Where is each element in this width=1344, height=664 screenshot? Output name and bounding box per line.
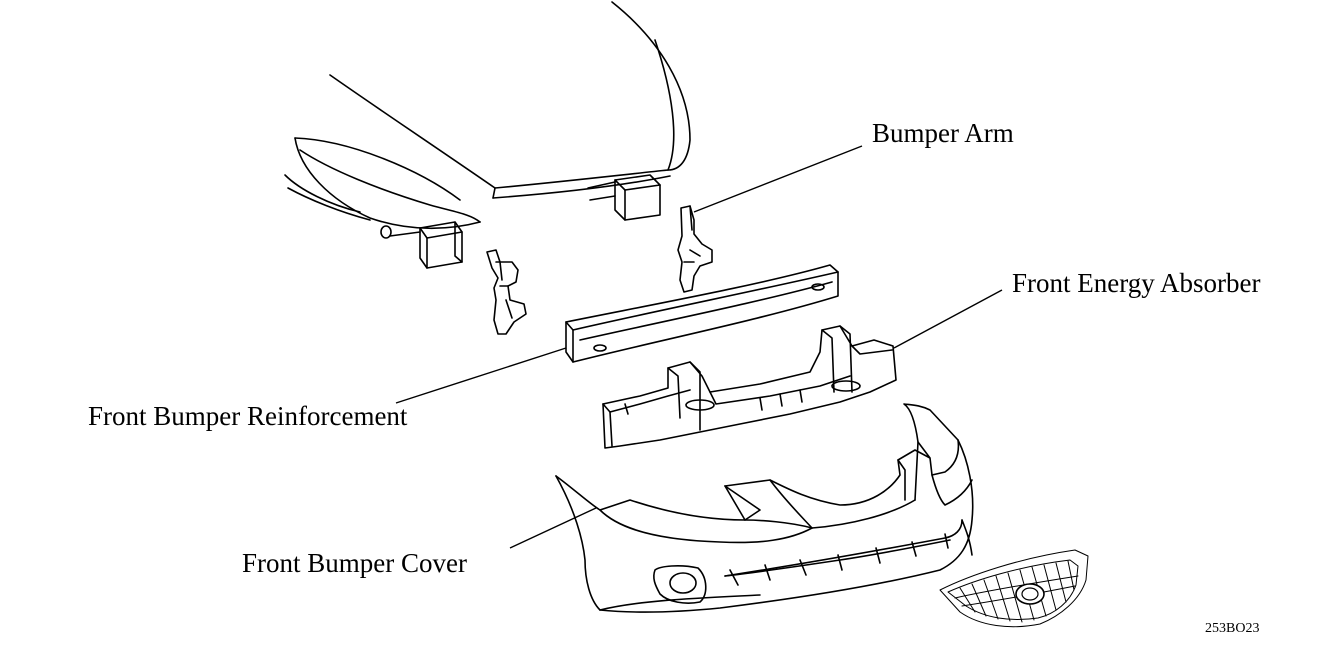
label-front-bumper-reinforcement: Front Bumper Reinforcement: [88, 401, 408, 431]
label-front-bumper-cover: Front Bumper Cover: [242, 548, 467, 578]
vehicle-front-body: [284, 1, 691, 269]
front-energy-absorber: [602, 325, 897, 449]
front-bumper-reinforcement: [565, 264, 839, 363]
leader-front-energy-absorber: [893, 289, 1003, 349]
leader-front-bumper-reinforcement: [395, 347, 567, 404]
label-front-energy-absorber: Front Energy Absorber: [1012, 268, 1261, 298]
bumper-arm-right: [677, 205, 713, 293]
radiator-grille: [939, 549, 1089, 628]
bumper-arm-left: [486, 249, 527, 335]
leader-bumper-arm: [693, 145, 863, 213]
figure-code: 253BO23: [1205, 621, 1260, 636]
front-bumper-cover: [555, 403, 974, 613]
label-bumper-arm: Bumper Arm: [872, 118, 1014, 148]
leader-front-bumper-cover: [509, 507, 597, 549]
